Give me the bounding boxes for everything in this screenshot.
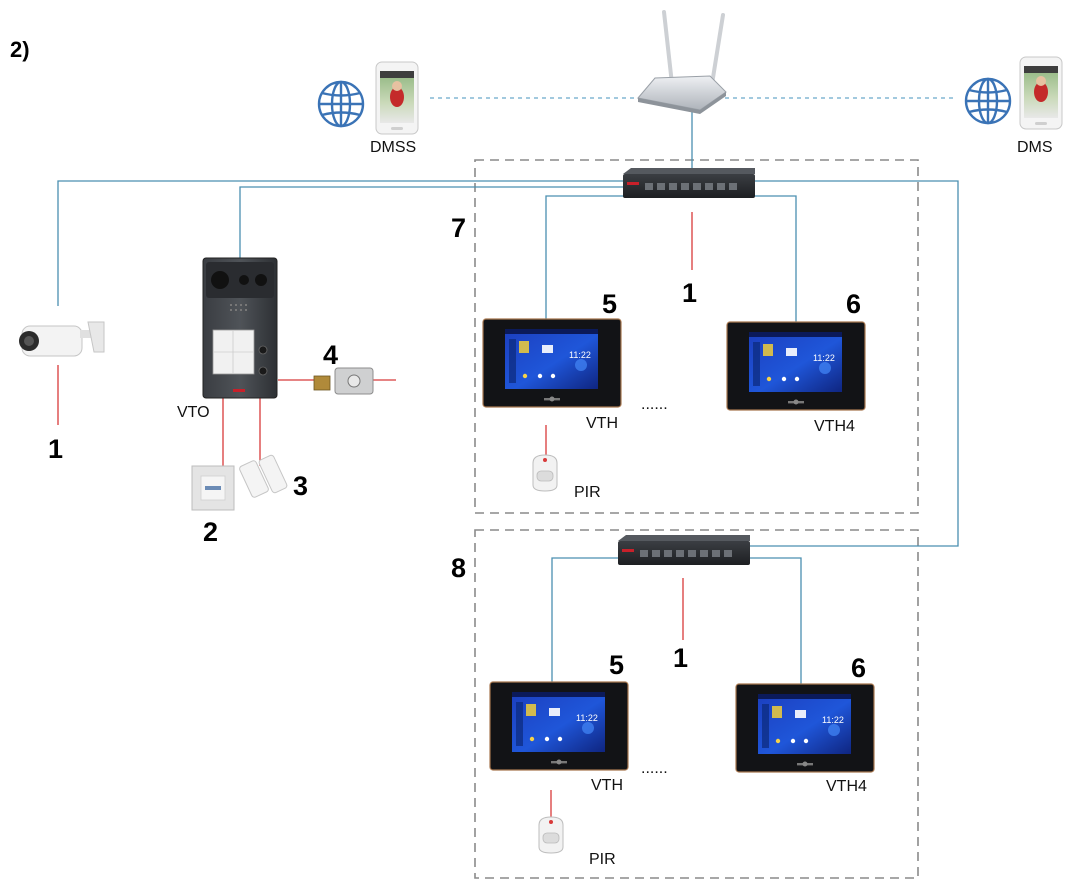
door-station-icon: [202, 257, 278, 399]
number-exit-button: 2: [203, 517, 218, 547]
signal-lines: [57, 212, 693, 818]
indoor-monitor-icon: [482, 318, 622, 408]
smartphone-icon: [1019, 56, 1063, 130]
ellipsis: ......: [641, 396, 668, 413]
number-switch-top: 1: [682, 278, 697, 308]
vth4-label: VTH4: [826, 778, 867, 795]
electric-lock-icon: [313, 367, 374, 395]
number-monitor-last: 6: [846, 289, 861, 319]
number-group-top: 7: [451, 213, 466, 243]
number-camera: 1: [48, 434, 63, 464]
network-switch-icon: [623, 168, 755, 198]
exit-button-icon: [191, 465, 235, 511]
monitor-time: 11:22: [813, 353, 835, 363]
number-monitor-last: 6: [851, 653, 866, 683]
number-group-bottom: 8: [451, 553, 466, 583]
indoor-monitor-icon: [726, 321, 866, 411]
pir-sensor-icon: [532, 454, 558, 492]
vth-label: VTH: [586, 415, 618, 432]
vto-label: VTO: [177, 404, 210, 421]
group-box-bottom: [474, 529, 919, 879]
network-switch-icon: [618, 535, 750, 565]
number-door-sensor: 3: [293, 471, 308, 501]
ellipsis: ......: [641, 760, 668, 777]
pir-label: PIR: [574, 484, 601, 501]
dms-label: DMS: [1017, 139, 1053, 156]
indoor-monitor-icon: [489, 681, 629, 771]
ip-camera-icon: [19, 321, 105, 357]
group-box-top: [474, 159, 919, 514]
number-monitor: 5: [609, 650, 624, 680]
monitor-time: 11:22: [822, 715, 844, 725]
number-lock: 4: [323, 340, 338, 370]
wifi-router-icon: [637, 10, 727, 114]
indoor-monitor-icon: [735, 683, 875, 773]
door-sensor-icon: [239, 454, 288, 498]
dmss-label: DMSS: [370, 139, 416, 156]
pir-label: PIR: [589, 851, 616, 868]
number-monitor: 5: [602, 289, 617, 319]
globe-icon: [317, 80, 365, 128]
vth4-label: VTH4: [814, 418, 855, 435]
vth-label: VTH: [591, 777, 623, 794]
globe-icon: [964, 77, 1012, 125]
diagram-heading: 2): [10, 37, 30, 62]
network-lines: [57, 112, 959, 685]
pir-sensor-icon: [538, 816, 564, 854]
monitor-time: 11:22: [576, 713, 598, 723]
monitor-time: 11:22: [569, 350, 591, 360]
number-switch-bottom: 1: [673, 643, 688, 673]
smartphone-icon: [375, 61, 419, 135]
